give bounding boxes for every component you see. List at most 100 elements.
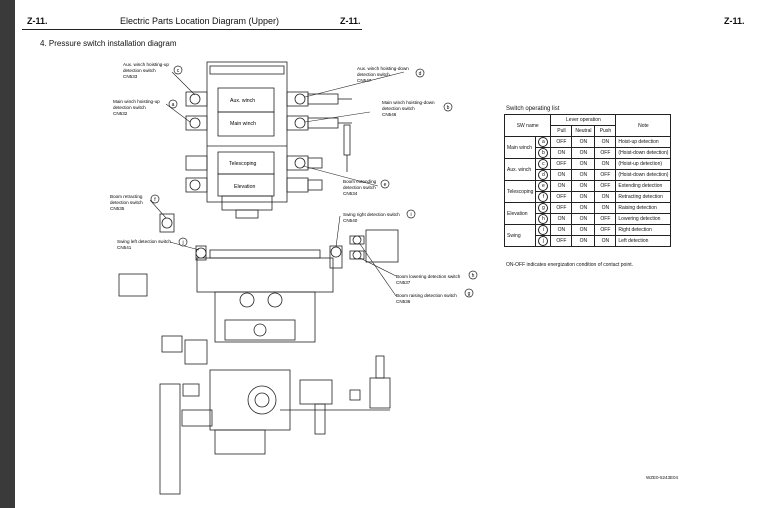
cell-note: (Hoist-up detection)	[615, 158, 672, 170]
callout-boom-ext-l1: Boom extending	[343, 179, 377, 184]
sw-symbol: j	[538, 236, 549, 246]
cell-note: Right detection	[615, 224, 672, 236]
callout-main-down-l2: detection switch	[382, 106, 415, 111]
callout-letter-a: a	[172, 102, 175, 108]
callout-boom-lower-l1: Boom lowering detection switch	[396, 274, 461, 279]
cell-pull: OFF	[550, 235, 573, 247]
cell-neutral: ON	[571, 136, 596, 148]
th-pull: Pull	[550, 125, 573, 137]
cell-push: OFF	[594, 213, 617, 225]
page-code-left: Z-11.	[27, 16, 48, 26]
th-push: Push	[594, 125, 617, 137]
block-label-elev: Elevation	[234, 184, 255, 190]
page-title: Electric Parts Location Diagram (Upper)	[120, 16, 280, 26]
cell-pull: OFF	[550, 191, 573, 203]
cell-note: Left detection	[615, 235, 672, 247]
sw-group-name: Elevation	[503, 202, 537, 225]
cell-neutral: ON	[571, 147, 596, 159]
sw-symbol: a	[538, 137, 549, 147]
sw-symbol: f	[538, 192, 549, 202]
page-code-right: Z-11.	[724, 16, 745, 26]
cell-neutral: ON	[571, 235, 596, 247]
callout-boom-lower-cn: CN537	[396, 280, 411, 285]
cell-pull: ON	[550, 213, 573, 225]
callout-aux-up-cn: CN533	[123, 74, 138, 79]
cell-neutral: ON	[571, 180, 596, 192]
callout-letter-c: c	[177, 68, 180, 74]
cell-pull: ON	[550, 224, 573, 236]
callout-boom-ext-l2: detection switch	[343, 185, 376, 190]
callout-main-up-l2: detection switch	[113, 105, 146, 110]
header-rule	[22, 29, 362, 30]
cell-push: ON	[594, 158, 617, 170]
block-label-aux: Aux. winch	[230, 98, 255, 104]
sw-symbol: c	[538, 159, 549, 169]
sw-symbol: b	[538, 148, 549, 158]
callout-letter-e: e	[384, 182, 387, 188]
cell-neutral: ON	[571, 213, 596, 225]
cell-push: OFF	[594, 147, 617, 159]
cell-push: ON	[594, 235, 617, 247]
callout-letter-j: j	[181, 240, 183, 246]
th-lever-operation: Lever operation	[550, 114, 617, 126]
cell-pull: OFF	[550, 202, 573, 214]
sw-symbol: h	[538, 214, 549, 224]
cell-neutral: ON	[571, 158, 596, 170]
section-title: 4. Pressure switch installation diagram	[40, 39, 177, 48]
table-caption: Switch operating list	[506, 106, 560, 112]
callout-main-up-cn: CN532	[113, 111, 128, 116]
callout-boom-retr-cn: CN535	[110, 206, 125, 211]
cell-neutral: ON	[571, 224, 596, 236]
table-footnote: ON-OFF indicates energization condition …	[506, 262, 634, 268]
callout-boom-retr-l1: Boom retracting	[110, 194, 143, 199]
callout-swing-left-l1: Swing left detection switch	[117, 239, 171, 244]
cell-note: Hoist-up detection	[615, 136, 672, 148]
cell-note: Raising detection	[615, 202, 672, 214]
sw-symbol: e	[538, 181, 549, 191]
page-code-mid: Z-11.	[340, 16, 361, 26]
sw-group-name: Swing	[503, 224, 537, 247]
cell-neutral: ON	[571, 202, 596, 214]
callout-main-down-cn: CN546	[382, 112, 397, 117]
cell-push: OFF	[594, 224, 617, 236]
cell-note: Retracting detection	[615, 191, 672, 203]
th-note: Note	[615, 114, 672, 137]
drawing-code: WZE0-5243E04	[646, 475, 679, 480]
callout-letter-d: d	[419, 71, 422, 77]
callout-letter-b: b	[447, 105, 450, 111]
cell-pull: ON	[550, 180, 573, 192]
callout-main-down-l1: Main winch hoisting-down	[382, 100, 435, 105]
block-label-tele: Telescoping	[229, 161, 257, 167]
callout-boom-raise-l1: Boom raising detection switch	[396, 293, 457, 298]
left-sidebar	[0, 0, 15, 508]
callout-letter-i: i	[410, 212, 411, 218]
cell-push: ON	[594, 136, 617, 148]
cell-pull: OFF	[550, 158, 573, 170]
document-page	[15, 0, 768, 508]
callout-letter-f: f	[154, 197, 156, 203]
callout-boom-retr-l2: detection switch	[110, 200, 143, 205]
cell-pull: ON	[550, 147, 573, 159]
callout-aux-down-l2: detection switch	[357, 72, 390, 77]
callout-aux-up-l1: Aux. winch hoisting-up	[123, 62, 169, 67]
cell-push: OFF	[594, 169, 617, 181]
block-label-main: Main winch	[230, 121, 256, 127]
cell-pull: OFF	[550, 136, 573, 148]
sw-group-name: Telescoping	[503, 180, 537, 203]
cell-note: (Hoist-down detection)	[615, 169, 672, 181]
sw-symbol: d	[538, 170, 549, 180]
cell-neutral: ON	[571, 191, 596, 203]
callout-letter-h: h	[472, 273, 475, 279]
cell-push: ON	[594, 191, 617, 203]
sw-symbol: i	[538, 225, 549, 235]
sw-symbol: g	[538, 203, 549, 213]
cell-note: Extending detection	[615, 180, 672, 192]
